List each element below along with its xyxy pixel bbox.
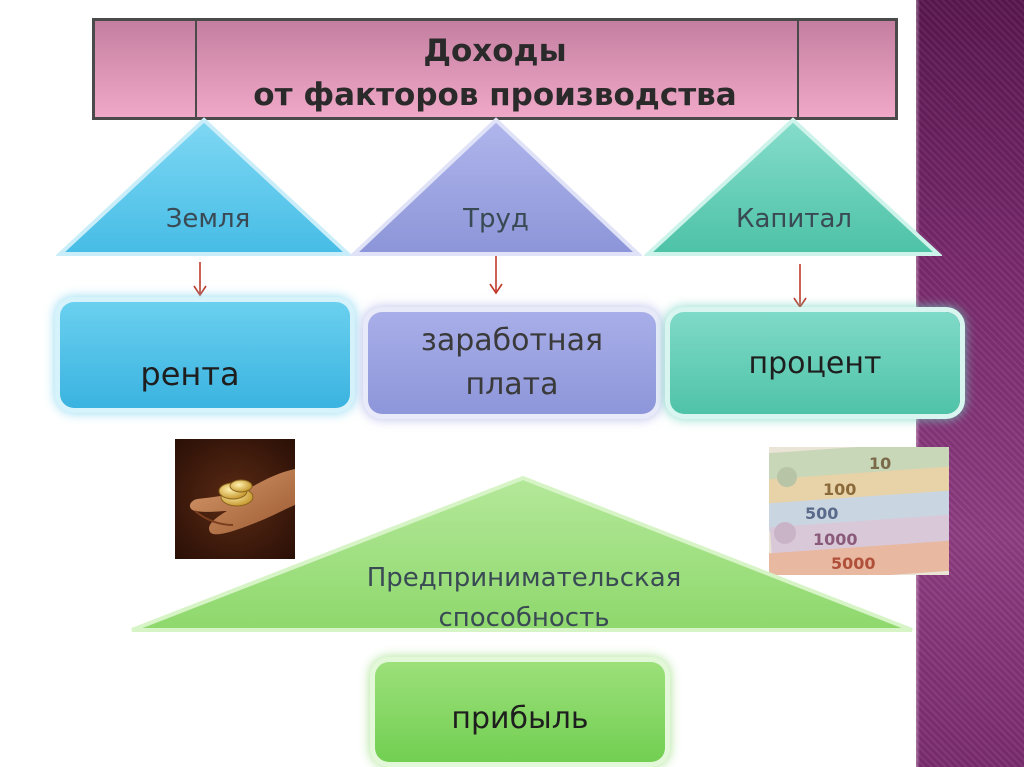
entrepreneurship-line1: Предпринимательская bbox=[367, 558, 682, 598]
income-label-interest: процент bbox=[749, 342, 882, 386]
income-label-profit: прибыль bbox=[451, 697, 588, 741]
title-line-1: Доходы bbox=[95, 29, 895, 73]
factor-label-capital: Капитал bbox=[736, 204, 852, 234]
title-box: Доходы от факторов производства bbox=[92, 18, 898, 120]
entrepreneurship-line2: способность bbox=[367, 598, 682, 638]
triangle-labor bbox=[350, 116, 642, 260]
income-label-wages: заработная плата bbox=[421, 319, 603, 407]
triangle-capital bbox=[644, 116, 942, 260]
page-title: Доходы от факторов производства bbox=[95, 29, 895, 117]
arrow-down-icon bbox=[486, 256, 506, 296]
income-box-rent: рента bbox=[60, 302, 350, 408]
arrow-down-icon bbox=[190, 262, 210, 302]
income-box-profit: прибыль bbox=[375, 662, 665, 762]
title-line-2: от факторов производства bbox=[95, 73, 895, 117]
triangle-land bbox=[56, 116, 352, 260]
income-box-interest: процент bbox=[670, 312, 960, 414]
income-label-wages-line2: плата bbox=[421, 363, 603, 407]
factor-label-labor: Труд bbox=[463, 204, 529, 234]
arrow-down-icon bbox=[790, 264, 810, 312]
income-label-wages-line1: заработная bbox=[421, 319, 603, 363]
factor-label-land: Земля bbox=[166, 204, 251, 234]
entrepreneurship-label: Предпринимательская способность bbox=[367, 558, 682, 638]
income-label-rent: рента bbox=[140, 352, 239, 396]
banknote-value: 10 bbox=[869, 454, 891, 473]
income-box-wages: заработная плата bbox=[368, 312, 656, 414]
